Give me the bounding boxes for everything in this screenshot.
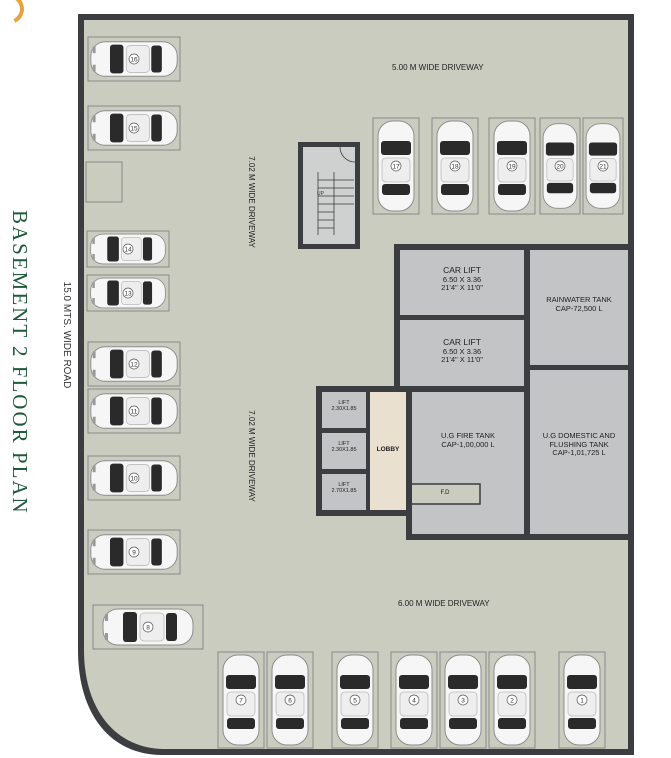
- parking-stall-2: 2: [488, 651, 536, 749]
- parking-number: 12: [130, 361, 138, 368]
- parking-number: 5: [353, 697, 357, 704]
- domestic-tank: [530, 370, 628, 534]
- domestic-tank-label: U.G DOMESTIC AND FLUSHING TANK CAP-1,01,…: [542, 431, 616, 458]
- plan-title: BASEMENT 2 FLOOR PLAN: [8, 210, 32, 515]
- parking-stall-17: 17: [372, 117, 420, 215]
- parking-stall-5: 5: [331, 651, 379, 749]
- driveway-left-lower-label: 7.02 M WIDE DRIVEWAY: [247, 410, 256, 502]
- parking-stall-1: 1: [558, 651, 606, 749]
- parking-number: 3: [461, 697, 465, 704]
- parking-stall-7: 7: [217, 651, 265, 749]
- rainwater-tank-label: RAINWATER TANK CAP-72,500 L: [546, 295, 612, 313]
- parking-number: 16: [130, 56, 138, 63]
- fire-tank-label: U.G FIRE TANK CAP-1,00,000 L: [441, 431, 495, 449]
- floor-area: [84, 20, 628, 749]
- parking-number: 15: [130, 125, 138, 132]
- parking-stall-9: 9: [87, 529, 181, 575]
- parking-number: 20: [556, 163, 564, 170]
- parking-number: 4: [412, 697, 416, 704]
- parking-stall-6: 6: [266, 651, 314, 749]
- fire-duct-label: F.D: [440, 490, 450, 496]
- parking-number: 10: [130, 475, 138, 482]
- parking-number: 1: [580, 697, 584, 704]
- parking-number: 18: [451, 163, 459, 170]
- parking-stall-14: 14: [86, 230, 170, 268]
- driveway-left-upper-label: 7.02 M WIDE DRIVEWAY: [247, 156, 256, 248]
- stair-up-label: UP: [317, 191, 324, 197]
- parking-number: 2: [510, 697, 514, 704]
- parking-number: 8: [146, 624, 150, 631]
- parking-stall-10: 10: [87, 455, 181, 501]
- parking-stall-3: 3: [439, 651, 487, 749]
- parking-stall-16: 16: [87, 36, 181, 82]
- parking-number: 14: [124, 246, 132, 253]
- lobby: [370, 392, 406, 510]
- lobby-label: LOBBY: [376, 446, 400, 453]
- lift-2: [322, 433, 366, 469]
- parking-stall-15: 15: [87, 105, 181, 151]
- car-lift-2: [400, 320, 524, 386]
- parking-stall-20: 20: [539, 117, 581, 215]
- parking-stall-19: 19: [488, 117, 536, 215]
- car-lift-1: [400, 250, 524, 315]
- parking-number: 13: [124, 290, 132, 297]
- parking-stall-11: 11: [87, 388, 181, 434]
- parking-number: 19: [508, 163, 516, 170]
- parking-number: 17: [392, 163, 400, 170]
- parking-number: 7: [239, 697, 243, 704]
- parking-stall-18: 18: [431, 117, 479, 215]
- car-lift-1-label: CAR LIFT 6.50 X 3.36 21'4" X 11'0": [441, 265, 483, 293]
- parking-number: 21: [599, 163, 607, 170]
- road-label: 15.0 MTS. WIDE ROAD: [61, 281, 72, 389]
- parking-stall-12: 12: [87, 341, 181, 387]
- parking-stall-8: 8: [92, 604, 204, 650]
- car-lift-2-label: CAR LIFT 6.50 X 3.36 21'4" X 11'0": [441, 337, 483, 365]
- lift-3: [322, 474, 366, 510]
- lift-1: [322, 392, 366, 428]
- parking-stall-4: 4: [390, 651, 438, 749]
- driveway-bottom-label: 6.00 M WIDE DRIVEWAY: [398, 599, 490, 608]
- rainwater-tank: [530, 250, 628, 365]
- parking-stall-13: 13: [86, 274, 170, 312]
- parking-number: 9: [132, 549, 136, 556]
- fire-tank: [412, 392, 524, 534]
- parking-stall-21: 21: [582, 117, 624, 215]
- driveway-top-label: 5.00 M WIDE DRIVEWAY: [392, 63, 484, 72]
- parking-number: 6: [288, 697, 292, 704]
- parking-number: 11: [131, 408, 138, 415]
